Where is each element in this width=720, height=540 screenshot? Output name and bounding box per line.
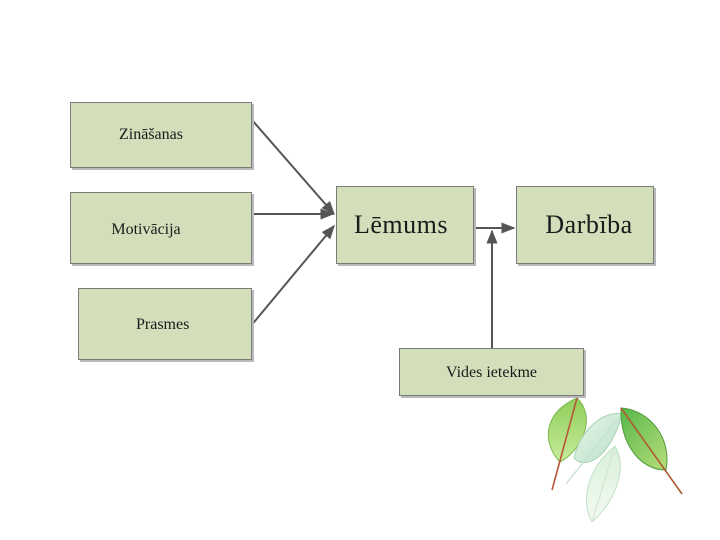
node-zinasanas-label: Zināšanas: [119, 126, 183, 143]
node-lemums: Lēmums: [336, 186, 474, 264]
node-zinasanas: Zināšanas: [70, 102, 252, 168]
node-motivacija-label: Motivācija: [111, 221, 181, 238]
node-vides-ietekme: Vides ietekme: [399, 348, 584, 396]
leaf-middle: [573, 413, 623, 463]
node-prasmes: Prasmes: [78, 288, 252, 360]
node-vides-ietekme-label: Vides ietekme: [445, 364, 537, 381]
node-darbiba: Darbība: [516, 186, 654, 264]
node-motivacija: Motivācija: [70, 192, 252, 264]
connector-prasmes-lemums: [249, 224, 335, 328]
node-prasmes-label: Prasmes: [136, 316, 190, 333]
node-lemums-label: Lēmums: [354, 210, 448, 239]
node-darbiba-label: Darbība: [545, 210, 633, 239]
connector-zinasanas-lemums: [251, 119, 335, 216]
